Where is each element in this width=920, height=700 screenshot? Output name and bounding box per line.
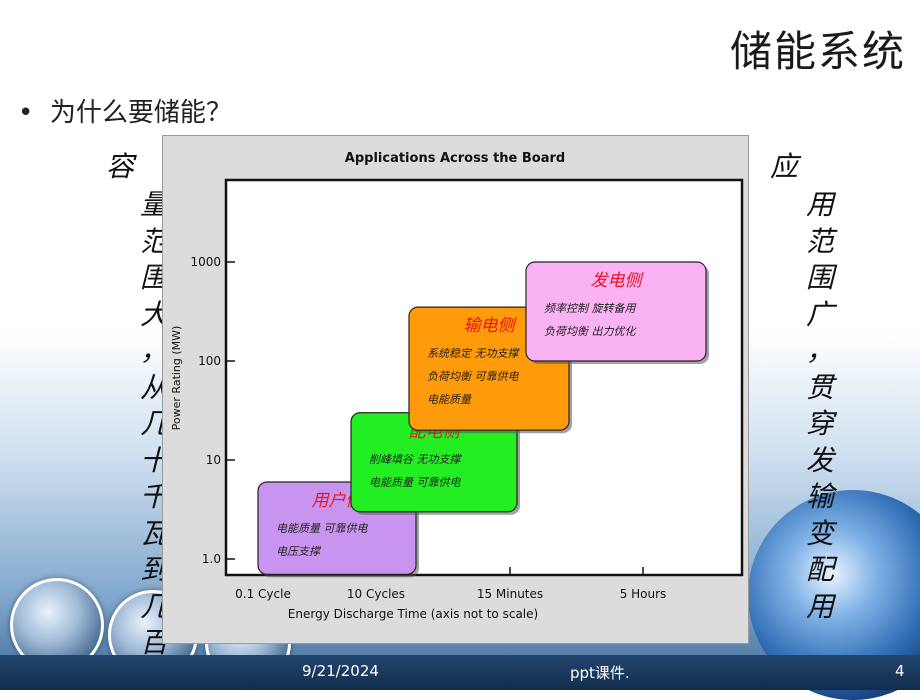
vertical-char: 围: [805, 261, 834, 294]
vertical-char: 变: [805, 516, 834, 550]
region-box: [525, 261, 707, 362]
region-text: 负荷均衡 出力优化: [544, 325, 637, 338]
vertical-char: ，: [805, 334, 834, 367]
region-text: 电能质量 可靠供电: [276, 522, 368, 535]
footer-center: ppt课件.: [570, 664, 630, 682]
x-tick-label: 15 Minutes: [477, 587, 543, 601]
region-text: 频率控制 旋转备用: [544, 302, 636, 315]
region-title: 输电侧: [464, 316, 518, 336]
region-text: 系统稳定 无功支撑: [427, 347, 520, 360]
y-tick-label: 10: [206, 453, 221, 467]
axis-ticks: 0.1 Cycle 10 Cycles 15 Minutes 5 Hours 1.0 10…: [190, 255, 666, 601]
vertical-char: 广: [805, 297, 834, 331]
vertical-char: 发: [805, 443, 834, 477]
y-tick-label: 1000: [190, 255, 221, 269]
bullet-text: 为什么要储能？: [49, 98, 232, 128]
y-tick-label: 100: [198, 354, 221, 368]
vertical-char: 用: [805, 188, 834, 221]
x-tick-label: 10 Cycles: [347, 587, 405, 601]
bullet-dot: •: [18, 98, 50, 128]
y-tick-label: 1.0: [202, 552, 221, 566]
slide-title: 储能系统: [729, 27, 906, 76]
vertical-char: 应: [769, 150, 798, 183]
x-tick-label: 5 Hours: [620, 587, 667, 601]
footer-date: 9/21/2024: [302, 662, 379, 680]
region-text: 削峰填谷 无功支撑: [369, 453, 462, 466]
bullet-point: • 为什么要储能？: [18, 92, 232, 129]
vertical-char: 穿: [805, 407, 834, 440]
vertical-char: 用: [805, 589, 834, 623]
footer-bar: [0, 655, 920, 690]
region-text: 电能质量 可靠供电: [369, 476, 461, 489]
x-axis-label: Energy Discharge Time (axis not to scale…: [288, 607, 538, 621]
vertical-char: 贯: [805, 370, 834, 404]
region-text: 电能质量: [427, 393, 472, 406]
region-text: 负荷均衡 可靠供电: [427, 370, 519, 383]
y-axis-label: Power Rating (MW): [170, 326, 183, 431]
vertical-char: 配: [805, 553, 834, 586]
footer-page-number: 4: [895, 662, 905, 680]
region-text: 电压支撑: [276, 545, 322, 558]
vertical-char: 输: [805, 480, 834, 513]
chart-svg: Applications Across the Board Power Rati…: [170, 151, 744, 621]
vertical-char: 容: [105, 150, 134, 183]
x-tick-label: 0.1 Cycle: [235, 587, 291, 601]
region-title: 发电侧: [591, 271, 645, 291]
chart-frame: Applications Across the Board Power Rati…: [162, 135, 749, 644]
vertical-char: 范: [805, 224, 834, 258]
chart-title: Applications Across the Board: [345, 151, 565, 166]
